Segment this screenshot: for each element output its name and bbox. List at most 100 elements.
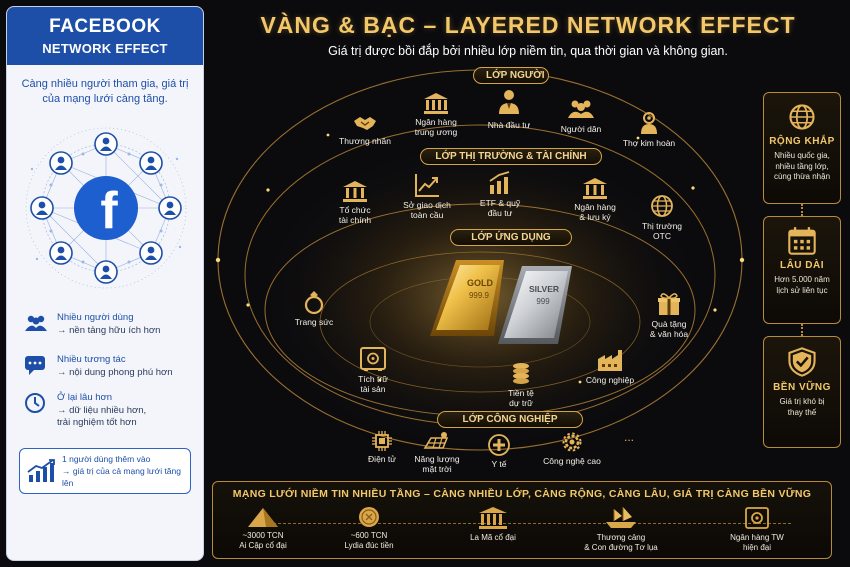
node-industry: Công nghiệp: [565, 347, 655, 385]
ship-icon: [606, 507, 636, 528]
facebook-logo: f: [100, 182, 118, 240]
user-node-icon: [158, 196, 182, 220]
connector-dots: [801, 324, 803, 336]
node-medical: Y tế: [454, 433, 544, 469]
layer-market-label: LỚP THỊ TRƯỜNG & TÀI CHÍNH: [420, 148, 602, 165]
layer-people-label: LỚP NGƯỜI: [473, 67, 549, 84]
vault-bank-icon: [583, 178, 607, 199]
pyramid-icon: [248, 508, 278, 527]
point-time-title: Ở lại lâu hơn: [57, 392, 113, 403]
gift-icon: [658, 293, 680, 315]
node-jewelry-label: Trang sức: [294, 317, 334, 327]
timeline-line: [253, 523, 791, 524]
note-line2: → giá trị của cả mạng lưới tăng lên: [62, 466, 181, 488]
facebook-header: FACEBOOK NETWORK EFFECT: [7, 7, 203, 65]
silver-bar-label: SILVER: [529, 284, 559, 294]
point-interactions: Nhiều tương tác→ nội dung phong phú hơn: [23, 354, 195, 379]
people-icon: [568, 100, 594, 118]
timeline-item-silk-road-label: Thương cảng& Con đường Tơ lụa: [584, 533, 658, 552]
point-interactions-title: Nhiều tương tác: [57, 354, 126, 365]
node-industry-label: Công nghiệp: [585, 375, 635, 385]
user-node-icon: [49, 241, 73, 265]
note-line1: 1 người dùng thêm vào: [62, 454, 151, 464]
node-gifts-culture: Quà tặng& văn hóa: [624, 291, 714, 339]
node-citizens-label: Người dân: [560, 124, 602, 134]
more-icon: ...: [623, 430, 634, 444]
facebook-network-diagram: f: [25, 127, 187, 289]
globe-icon: [651, 195, 673, 217]
user-node-icon: [94, 260, 118, 284]
timeline-item-rome: La Mã cổ đại: [445, 506, 541, 543]
silver-bar-purity: 999: [536, 297, 550, 306]
timeline-title: MẠNG LƯỚI NIỀM TIN NHIỀU TẦNG – CÀNG NHI…: [232, 488, 812, 500]
point-time: Ở lại lâu hơn→ dữ liệu nhiều hơn,trải ng…: [23, 392, 195, 430]
node-gifts-culture-label: Quà tặng& văn hóa: [649, 319, 689, 339]
layer-application-label: LỚP ỨNG DỤNG: [450, 229, 572, 246]
facebook-title: FACEBOOK: [49, 16, 161, 37]
node-goldsmith: Thợ kim hoàn: [604, 110, 694, 148]
gear-icon: [562, 432, 582, 452]
node-high-tech-label: Công nghệ cao: [543, 456, 601, 466]
timeline-item-silk-road: Thương cảng& Con đường Tơ lụa: [573, 506, 669, 553]
user-node-icon: [49, 151, 73, 175]
node-high-tech: Công nghệ cao: [527, 430, 617, 466]
node-traders-label: Thương nhân: [339, 136, 391, 146]
institution-icon: [343, 181, 367, 202]
gold-bar-purity: 999.9: [469, 291, 490, 300]
calendar-icon: [788, 227, 816, 255]
goldsmith-icon: [641, 112, 657, 134]
user-node-icon: [139, 241, 163, 265]
card-longevity-title: LÂU DÀI: [779, 260, 825, 271]
point-users-desc: → nền tảng hữu ích hơn: [57, 324, 161, 336]
history-timeline: MẠNG LƯỚI NIỀM TIN NHIỀU TẦNG – CÀNG NHI…: [212, 481, 832, 559]
node-investors-label: Nhà đầu tư: [487, 120, 531, 130]
point-time-desc: → dữ liệu nhiều hơn,: [57, 404, 147, 416]
page-title: VÀNG & BẠC – LAYERED NETWORK EFFECT: [260, 12, 796, 38]
gold-bar-label: GOLD: [467, 278, 493, 288]
point-time-desc2: trải nghiệm tốt hơn: [57, 417, 137, 428]
gold-bar: GOLD 999.9: [430, 260, 504, 336]
point-users: Nhiều người dùng→ nền tảng hữu ích hơn: [23, 312, 195, 337]
shield-icon: [788, 347, 816, 377]
node-electronics-label: Điện tử: [368, 454, 396, 464]
card-widespread: RỘNG KHẮP Nhiều quốc gia,nhiều tầng lớp,…: [763, 92, 841, 204]
investor-icon: [499, 90, 519, 114]
facebook-note: 1 người dùng thêm vào → giá trị của cả mạ…: [19, 448, 191, 494]
etf-icon: [489, 171, 510, 194]
page-subtitle: Giá trị được bồi đắp bởi nhiều lớp niềm …: [328, 44, 728, 58]
node-traders: Thương nhân: [320, 112, 410, 146]
card-sustainable-title: BỀN VỮNG: [773, 382, 831, 393]
node-investors: Nhà đầu tư: [464, 88, 554, 130]
node-goldsmith-label: Thợ kim hoàn: [622, 138, 676, 148]
ring-icon: [304, 291, 324, 315]
node-citizens: Người dân: [536, 98, 626, 134]
coin-icon: [359, 507, 379, 527]
trend-icon: [415, 174, 439, 197]
handshake-icon: [354, 117, 376, 130]
connector-dots: [801, 204, 803, 216]
coins-icon: [513, 363, 529, 384]
timeline-item-rome-label: La Mã cổ đại: [470, 533, 516, 542]
temple-icon: [479, 507, 507, 529]
layered-network-diagram: GOLD 999.9 SILVER 999: [215, 69, 745, 456]
clock-icon: [25, 393, 45, 413]
point-users-title: Nhiều người dùng: [57, 312, 134, 323]
solar-icon: [423, 432, 449, 449]
